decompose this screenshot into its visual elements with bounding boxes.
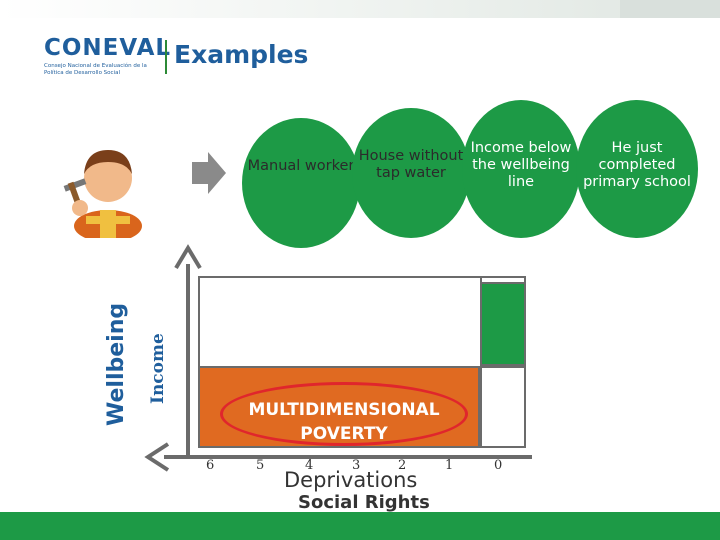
bottom-decor-band [0,512,720,540]
x-tick-label: 2 [398,458,407,473]
x-tick-label: 4 [305,458,314,473]
circle-primary-school: He just completed primary school [576,100,698,238]
x-tick-label: 5 [256,458,265,473]
logo-wordmark: CONEVAL [44,35,172,61]
wellbeing-line [480,366,526,368]
circle-label: House without tap water [358,148,464,181]
y-axis [186,264,190,456]
x-axis [164,455,532,459]
circle-no-tap-water: House without tap water [352,108,470,238]
coneval-logo: CONEVAL Consejo Nacional de Evaluación d… [44,36,170,78]
poverty-label: MULTIDIMENSIONAL POVERTY [228,398,460,446]
x-axis-sublabel: Social Rights [298,492,430,513]
circle-label: He just completed primary school [583,140,691,190]
deprivation-threshold-line [480,276,482,448]
y-axis-arrowhead [174,244,202,270]
x-tick-label: 3 [352,458,361,473]
header-divider [165,40,167,74]
arrow-right-icon [192,152,226,194]
y-axis-label-income: Income [148,333,168,404]
x-tick-label: 6 [206,458,215,473]
worker-icon [63,150,142,238]
x-tick-label: 1 [445,458,454,473]
poverty-label-line2: POVERTY [300,424,388,444]
circle-label: Manual worker [247,158,355,174]
circle-manual-worker: Manual worker [242,118,360,248]
top-decor-band [0,0,720,18]
top-decor-shape [620,0,720,18]
x-axis-arrowhead [144,442,170,472]
x-axis-label: Deprivations [284,468,418,492]
page-title: Examples [174,40,309,69]
poverty-label-line1: MULTIDIMENSIONAL [248,400,440,420]
wellbeing-green-bar [480,282,526,366]
circle-label: Income below the wellbeing line [470,140,572,190]
logo-subtitle: Consejo Nacional de Evaluación de la Pol… [44,63,147,76]
poverty-highlight-ellipse [220,382,468,446]
y-axis-label-wellbeing: Wellbeing [104,302,129,426]
x-tick-label: 0 [494,458,503,473]
circle-income-below-line: Income below the wellbeing line [462,100,580,238]
